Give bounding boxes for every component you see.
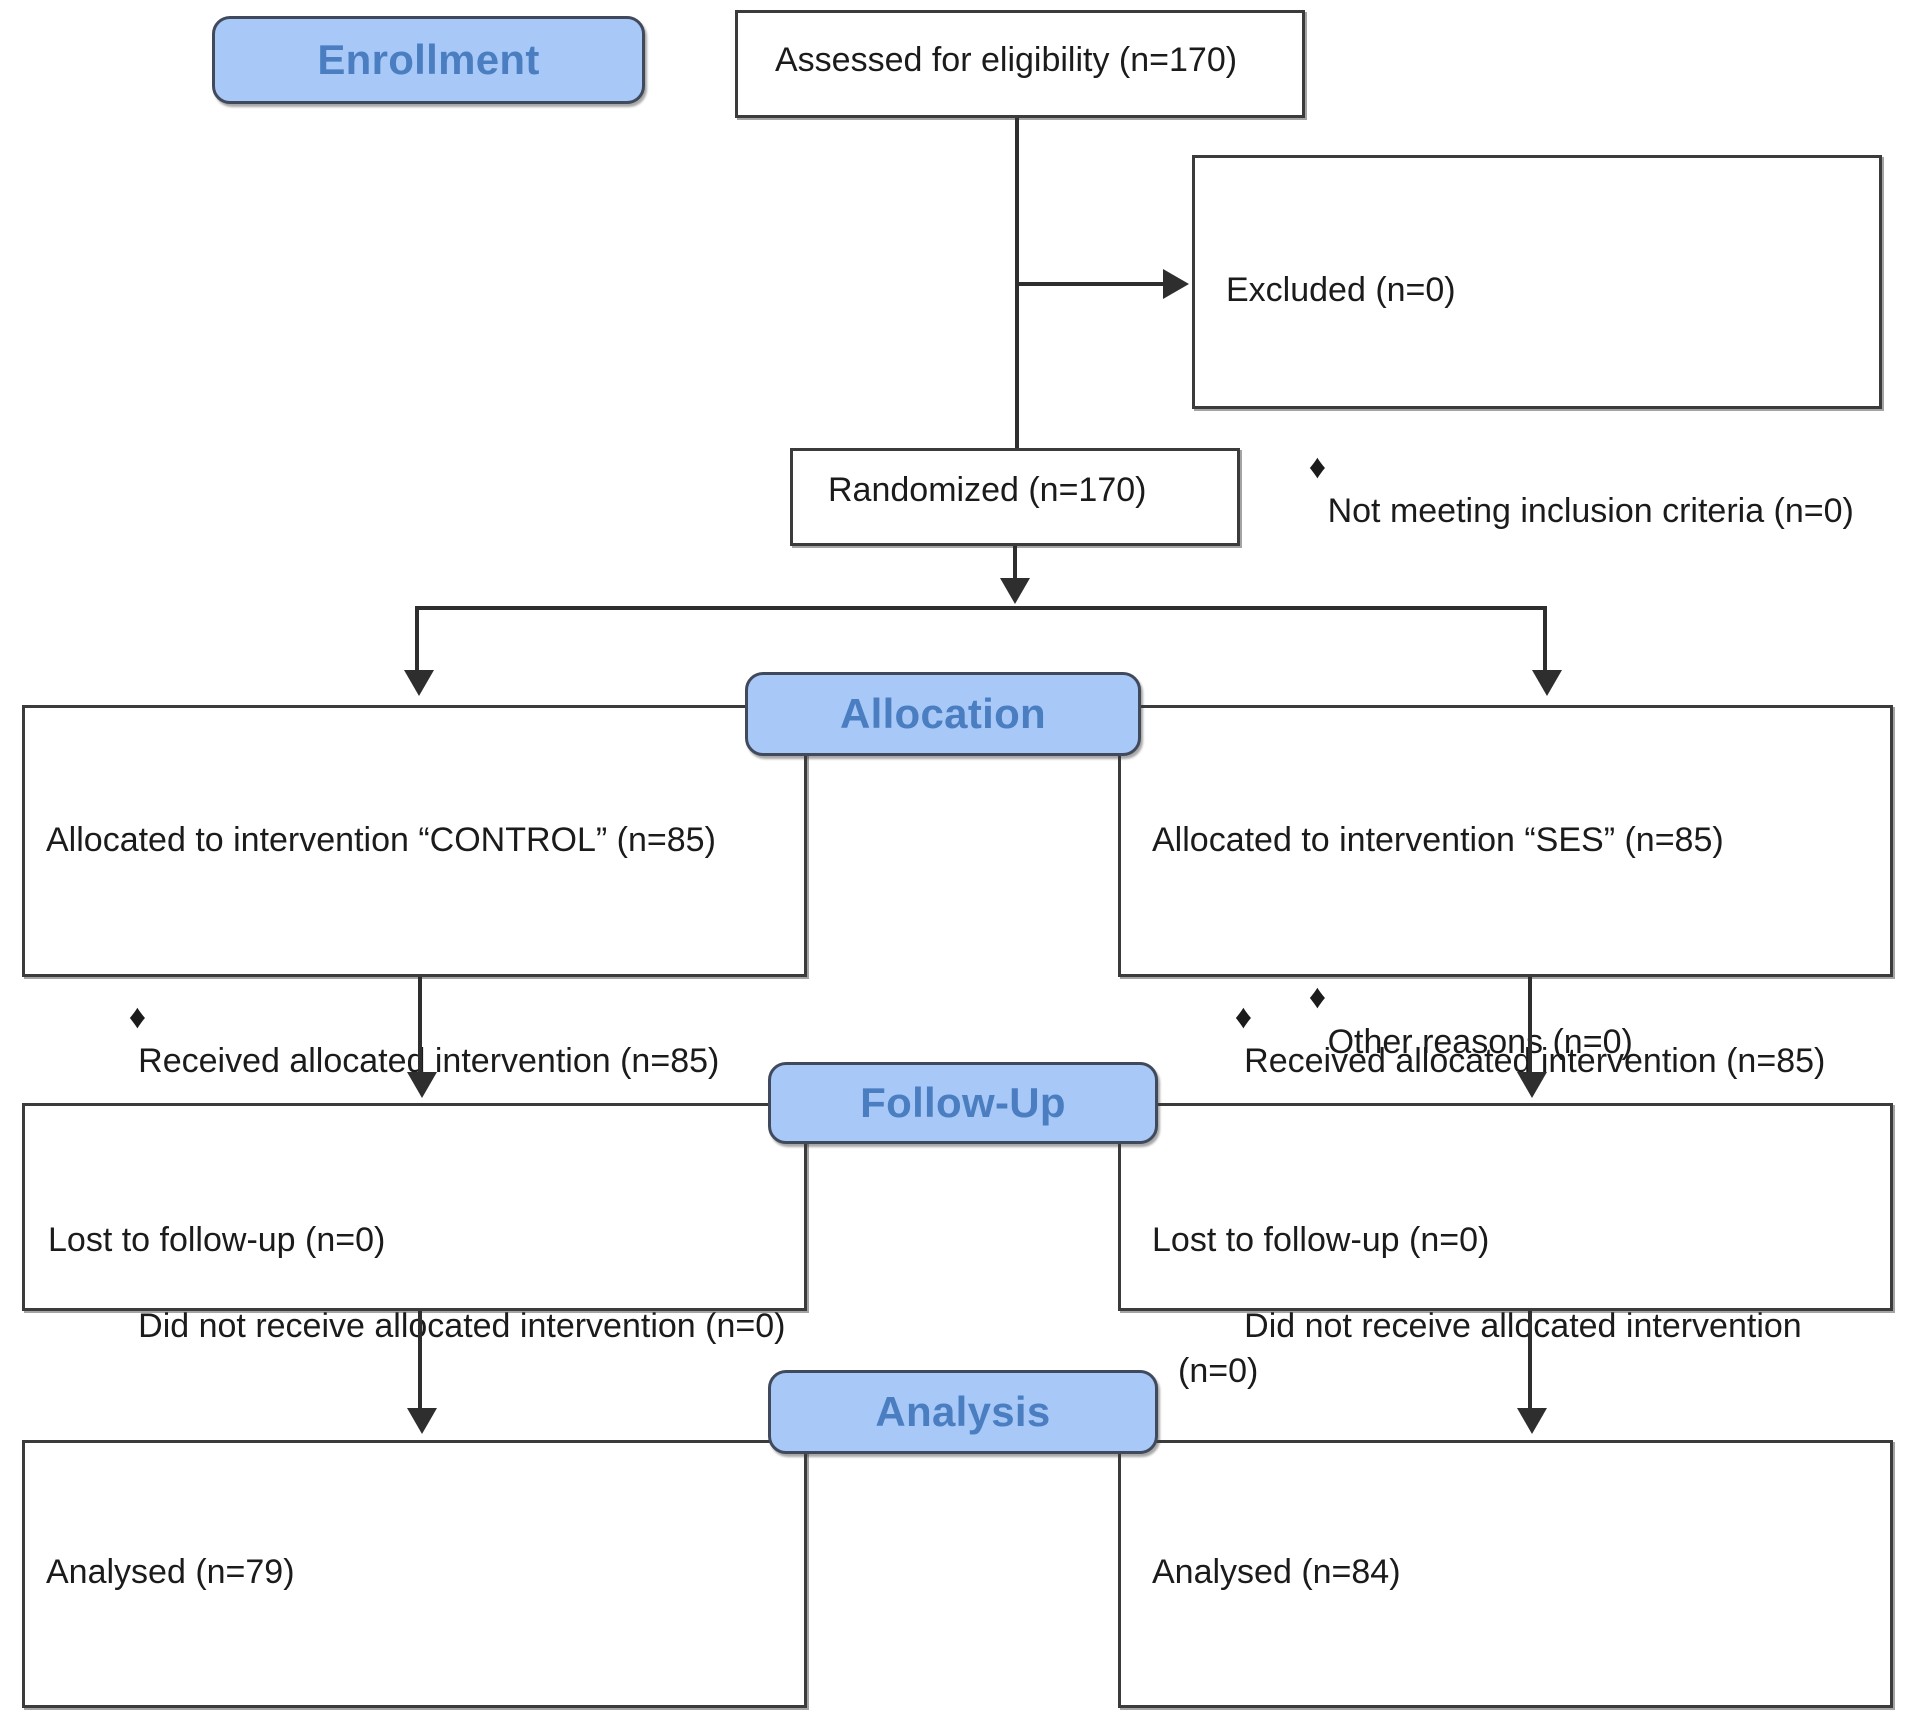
node-allocation-ses-body: Allocated to intervention “SES” (n=85) ♦… [1152,730,1897,1525]
arrowhead-analysis-right-icon [1517,1408,1547,1434]
connector-split-left-drop [415,606,419,676]
stage-label-allocation-text: Allocation [839,690,1046,737]
connector-allocation-right-to-followup [1528,977,1532,1077]
diamond-bullet-icon: ♦ [128,998,147,1037]
stage-label-enrollment-text: Enrollment [317,36,540,83]
connector-assessed-to-excluded [1015,282,1163,286]
connector-allocation-split-bar [415,606,1547,610]
arrowhead-allocation-left-icon [404,670,434,696]
node-allocation-ses-item-0: ♦ Received allocated intervention (n=85) [1234,998,1826,1081]
stage-label-analysis-text: Analysis [875,1388,1051,1435]
arrowhead-to-excluded-icon [1163,269,1189,299]
node-allocation-control [22,705,807,977]
arrowhead-analysis-left-icon [407,1408,437,1434]
node-followup-ses [1118,1103,1893,1311]
diamond-bullet-icon: ♦ [1308,978,1327,1017]
node-excluded [1192,155,1882,409]
connector-split-right-drop [1543,606,1547,676]
node-excluded-item-0: ♦ Not meeting inclusion criteria (n=0) [1308,448,1854,531]
connector-randomized-down [1013,546,1017,584]
node-analysis-control [22,1440,807,1708]
node-allocation-ses [1118,705,1893,977]
arrowhead-allocation-right-icon [1532,670,1562,696]
node-followup-ses-line1: Lost to follow-up (n=0) [1152,1221,1490,1260]
connector-followup-right-to-analysis [1528,1311,1532,1414]
node-analysis-ses [1118,1440,1893,1708]
node-assessed-for-eligibility-text: Assessed for eligibility (n=170) [775,41,1238,79]
stage-label-enrollment: Enrollment [212,16,645,104]
spacer [1152,1351,1882,1381]
node-assessed-for-eligibility [735,10,1305,118]
stage-label-allocation: Allocation [745,672,1141,756]
node-analysis-control-item-0: ♦ Excluded from analysis to be COVID-19 … [46,1683,791,1715]
node-excluded-item-2: ♦ Other reasons (n=0) [1308,978,1633,1061]
node-allocation-ses-heading: Allocated to intervention “SES” (n=85) [1152,821,1724,860]
node-excluded-heading: Excluded (n=0) [1226,271,1456,310]
node-followup-control [22,1103,807,1311]
node-analysis-control-body: Analysed (n=79) ♦ Excluded from analysis… [46,1462,791,1715]
diamond-bullet-icon: ♦ [1234,998,1253,1037]
stage-label-analysis: Analysis [768,1370,1158,1454]
node-allocation-control-item-0: ♦ Received allocated intervention (n=85) [128,998,720,1081]
node-followup-control-line1: Lost to follow-up (n=0) [48,1221,386,1260]
node-allocation-control-heading: Allocated to intervention “CONTROL” (n=8… [46,821,716,860]
connector-followup-left-to-analysis [418,1311,422,1414]
node-analysis-ses-item-0: ♦ Excluded from analysis to be COVID-19 … [1152,1683,1887,1715]
stage-label-followup: Follow-Up [768,1062,1158,1144]
stage-label-followup-text: Follow-Up [860,1079,1066,1126]
node-analysis-ses-heading: Analysed (n=84) [1152,1553,1401,1592]
node-analysis-ses-body: Analysed (n=84) ♦ Excluded from analysis… [1152,1462,1887,1715]
arrowhead-followup-right-icon [1517,1072,1547,1098]
node-randomized-text: Randomized (n=170) [828,471,1147,509]
arrowhead-followup-left-icon [407,1072,437,1098]
diamond-bullet-icon: ♦ [1308,448,1327,487]
node-analysis-control-heading: Analysed (n=79) [46,1553,295,1592]
connector-allocation-left-to-followup [418,977,422,1077]
node-randomized [790,448,1240,546]
arrowhead-randomized-split-icon [1000,578,1030,604]
